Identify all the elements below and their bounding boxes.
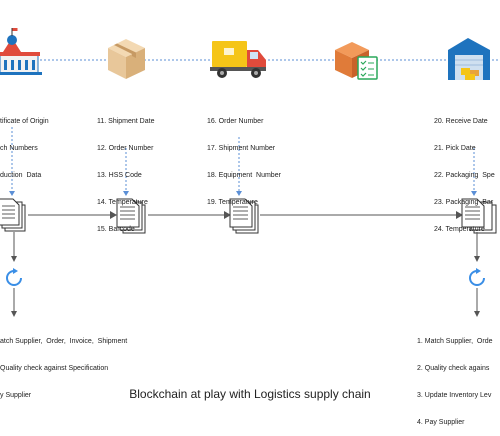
list-item: duction Data [0, 172, 42, 179]
list-item: 19. Temperature [207, 199, 258, 206]
diagram-caption: Blockchain at play with Logistics supply… [129, 387, 371, 401]
list-item: 21. Pick Date [434, 145, 476, 152]
list-item: 13. HSS Code [97, 172, 142, 179]
list-item: atch Supplier, Order, Invoice, Shipment [0, 338, 128, 345]
list-item: 16. Order Number [207, 118, 264, 125]
list-item: 24. Temperature [434, 226, 485, 233]
warehouse-icon [448, 38, 490, 80]
list-item: 18. Equipment Number [207, 172, 281, 179]
list-item: 15. Barcode [97, 226, 135, 233]
list-item: 12. Order Number [97, 145, 154, 152]
delivery-truck-icon [210, 41, 266, 78]
column-5-items: 20. Receive Date 21. Pick Date 22. Packa… [434, 99, 495, 243]
column-2-items: 11. Shipment Date 12. Order Number 13. H… [97, 99, 154, 243]
document-stack-1 [0, 198, 26, 232]
list-item: 14. Temperature [97, 199, 148, 206]
list-item: tificate of Origin [0, 118, 49, 125]
list-item: 17. Shipment Number [207, 145, 276, 152]
refresh-icon-left [6, 268, 22, 286]
right-actions: 1. Match Supplier, Orde 2. Quality check… [417, 319, 492, 436]
list-item: 4. Pay Supplier [417, 419, 465, 426]
list-item: 3. Update Inventory Lev [417, 392, 492, 399]
document-stack-5 [461, 198, 497, 234]
list-item: ch Numbers [0, 145, 38, 152]
list-item: 2. Quality check agains [417, 365, 490, 372]
left-actions: atch Supplier, Order, Invoice, Shipment … [0, 319, 127, 409]
column-1-items: tificate of Origin ch Numbers duction Da… [0, 99, 49, 189]
list-item: 11. Shipment Date [97, 118, 155, 125]
refresh-icon-right [469, 268, 485, 286]
package-checklist-icon [335, 42, 378, 80]
cardboard-box-icon [108, 39, 145, 79]
document-stack-2 [116, 198, 146, 234]
list-item: 20. Receive Date [434, 118, 488, 125]
list-item: y Supplier [0, 392, 32, 399]
list-item: 23. Packaging Bar [434, 199, 494, 206]
government-building-icon [0, 28, 42, 75]
list-item: 22. Packaging Spe [434, 172, 495, 179]
list-item: 1. Match Supplier, Orde [417, 338, 493, 345]
document-stack-3 [229, 198, 259, 234]
list-item: Quality check against Specification [0, 365, 109, 372]
column-3-items: 16. Order Number 17. Shipment Number 18.… [207, 99, 281, 216]
